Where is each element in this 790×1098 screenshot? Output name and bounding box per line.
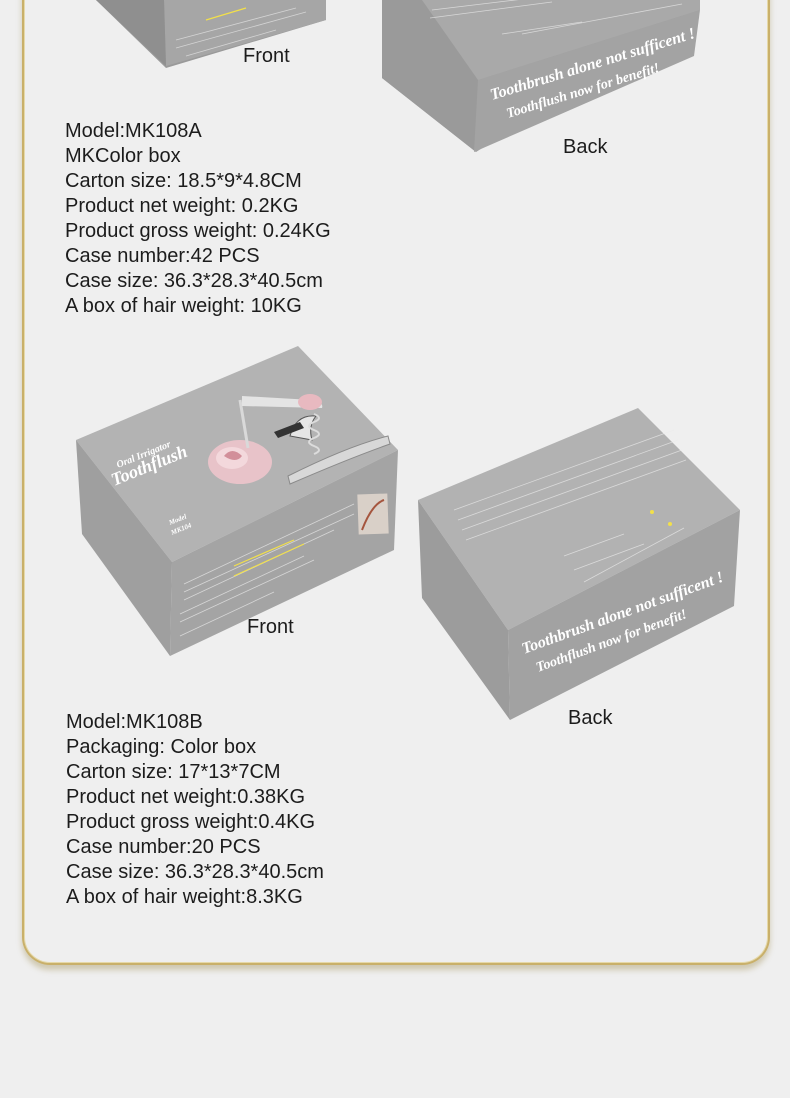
spec-line: A box of hair weight: 10KG <box>65 295 302 317</box>
spec-line: Case size: 36.3*28.3*40.5cm <box>66 861 324 883</box>
spec-line: Product gross weight:0.4KG <box>66 811 316 833</box>
spec-line: Product net weight: 0.2KG <box>65 195 299 217</box>
product-a-back-label: Back <box>563 136 608 158</box>
spec-line: Case number:20 PCS <box>66 836 261 858</box>
spec-line: Carton size: 17*13*7CM <box>66 761 281 783</box>
product-illustration <box>208 394 391 485</box>
spec-line: A box of hair weight:8.3KG <box>66 886 303 908</box>
spec-line: Product net weight:0.38KG <box>66 786 306 808</box>
spec-line: Model:MK108A <box>65 120 202 142</box>
product-a-specs: Model:MK108A MKColor box Carton size: 18… <box>65 119 331 319</box>
product-a-back-box: Toothbrush alone not sufficent ! Toothfl… <box>382 0 700 152</box>
product-b-back-box: Toothbrush alone not sufficent ! Toothfl… <box>418 408 740 720</box>
product-b-front-box: Oral Irrigator Toothflush Model MK104 <box>76 346 398 656</box>
spec-line: Case size: 36.3*28.3*40.5cm <box>65 270 323 292</box>
product-b-back-label: Back <box>568 707 613 729</box>
spec-line: Product gross weight: 0.24KG <box>65 220 331 242</box>
spec-line: MKColor box <box>65 145 181 167</box>
spec-line: Carton size: 18.5*9*4.8CM <box>65 170 302 192</box>
product-a-front-label: Front <box>243 45 290 67</box>
spec-line: Model:MK108B <box>66 711 203 733</box>
product-a-front-box <box>96 0 326 68</box>
product-b-front-label: Front <box>247 616 294 638</box>
spec-line: Case number:42 PCS <box>65 245 260 267</box>
product-b-specs: Model:MK108B Packaging: Color box Carton… <box>66 710 324 910</box>
spec-line: Packaging: Color box <box>66 736 257 758</box>
